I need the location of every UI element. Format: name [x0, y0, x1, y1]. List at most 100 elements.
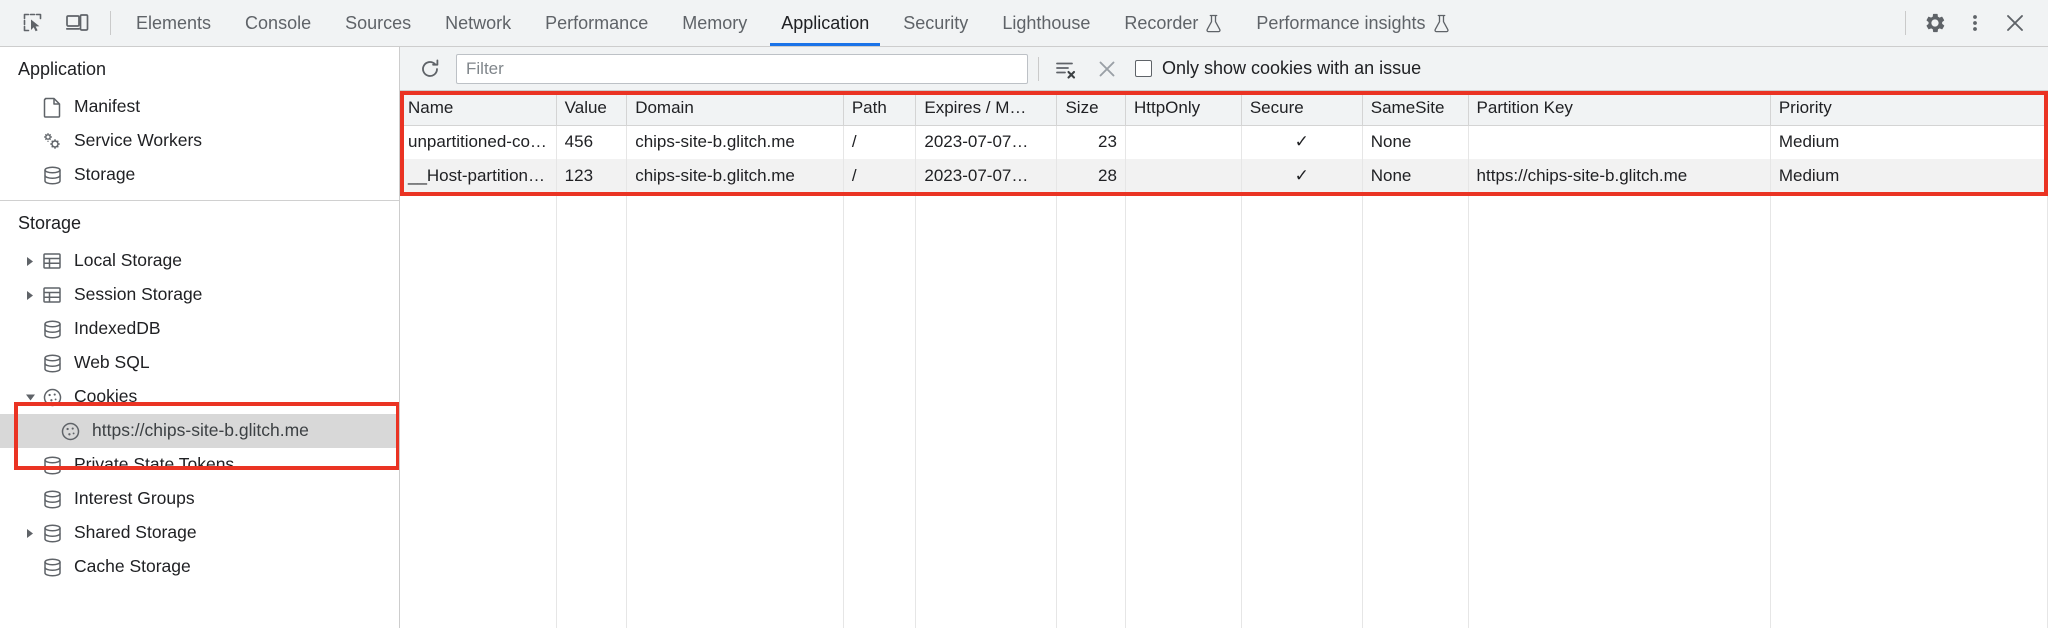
sidebar-item-label: Service Workers [74, 130, 203, 151]
sidebar-item-web-sql[interactable]: Web SQL [0, 346, 399, 380]
tab-application[interactable]: Application [764, 0, 886, 46]
database-icon [40, 488, 64, 510]
sidebar-item-cookies[interactable]: Cookies [0, 380, 399, 414]
sidebar-item-cache-storage[interactable]: Cache Storage [0, 550, 399, 584]
sidebar-section-title-application: Application [18, 59, 107, 79]
column-header-partition-key[interactable]: Partition Key [1468, 91, 1771, 126]
column-header-value[interactable]: Value [556, 91, 628, 126]
cell-httponly [1125, 125, 1242, 159]
tab-label: Recorder [1124, 12, 1199, 33]
gear-icon[interactable] [1916, 4, 1954, 42]
sidebar-item-interest-groups[interactable]: Interest Groups [0, 482, 399, 516]
device-toolbar-icon[interactable] [58, 4, 96, 42]
tab-network[interactable]: Network [428, 0, 528, 46]
sidebar-item-label: Private State Tokens [74, 454, 235, 475]
tab-label: Console [245, 12, 312, 33]
column-header-expires[interactable]: Expires / M… [915, 91, 1058, 126]
sidebar-section-title-storage: Storage [18, 213, 82, 233]
tab-console[interactable]: Console [228, 0, 328, 46]
table-row[interactable]: unpartitioned-cookie 456 chips-site-b.gl… [400, 125, 2048, 159]
table-header-row: Name Value Domain Path Expires / M… Size… [400, 91, 2048, 126]
close-icon[interactable] [1996, 4, 2034, 42]
tab-label: Lighthouse [1002, 12, 1091, 33]
database-icon [40, 522, 64, 544]
empty-cell [843, 193, 917, 628]
database-icon [40, 318, 64, 340]
chevron-right-icon[interactable] [22, 253, 38, 269]
refresh-icon[interactable] [414, 53, 446, 85]
panel-tabs: Elements Console Sources Network Perform… [119, 0, 1467, 46]
tabbar-right-divider [1905, 11, 1906, 35]
cell-name: __Host-partitioned-cookie [400, 159, 557, 193]
filterbar-divider [1038, 56, 1039, 81]
cell-priority: Medium [1770, 125, 2048, 159]
inspect-cursor-icon[interactable] [14, 4, 52, 42]
sidebar-item-label: Cookies [74, 386, 138, 407]
only-issues-checkbox[interactable]: Only show cookies with an issue [1135, 58, 1421, 79]
column-header-path[interactable]: Path [843, 91, 917, 126]
tab-label: Application [781, 12, 870, 33]
tab-recorder[interactable]: Recorder [1107, 0, 1239, 46]
column-header-domain[interactable]: Domain [626, 91, 844, 126]
cell-expires: 2023-07-07… [915, 159, 1058, 193]
tab-sources[interactable]: Sources [328, 0, 428, 46]
close-x-icon[interactable] [1091, 53, 1123, 85]
empty-cell [1241, 193, 1363, 628]
cell-secure: ✓ [1241, 125, 1363, 159]
sidebar-item-label: Shared Storage [74, 522, 197, 543]
devtools-body: Application Manifest [0, 47, 2048, 628]
tabbar-divider [110, 11, 111, 35]
column-header-name[interactable]: Name [400, 91, 557, 126]
cell-name: unpartitioned-cookie [400, 125, 557, 159]
sidebar-item-cookie-origin[interactable]: https://chips-site-b.glitch.me [0, 414, 399, 448]
sidebar-item-session-storage[interactable]: Session Storage [0, 278, 399, 312]
tab-label: Elements [136, 12, 212, 33]
cookie-icon [40, 386, 64, 408]
tab-security[interactable]: Security [886, 0, 985, 46]
column-header-samesite[interactable]: SameSite [1362, 91, 1469, 126]
tab-label: Sources [345, 12, 412, 33]
sidebar-item-shared-storage[interactable]: Shared Storage [0, 516, 399, 550]
checkbox-box[interactable] [1135, 60, 1152, 77]
cell-size: 28 [1056, 159, 1126, 193]
tab-elements[interactable]: Elements [119, 0, 228, 46]
sidebar-item-indexeddb[interactable]: IndexedDB [0, 312, 399, 346]
sidebar-item-label: Interest Groups [74, 488, 195, 509]
sidebar-item-service-workers[interactable]: Service Workers [0, 124, 399, 158]
table-icon [40, 284, 64, 306]
chevron-right-icon[interactable] [22, 287, 38, 303]
cell-value: 456 [556, 125, 628, 159]
devtools-tabbar: Elements Console Sources Network Perform… [0, 0, 2048, 47]
column-header-size[interactable]: Size [1056, 91, 1126, 126]
chevron-right-icon[interactable] [22, 525, 38, 541]
table-row[interactable]: __Host-partitioned-cookie 123 chips-site… [400, 159, 2048, 193]
cookie-icon [58, 420, 82, 442]
sidebar-item-storage[interactable]: Storage [0, 158, 399, 192]
tab-performance-insights[interactable]: Performance insights [1239, 0, 1466, 46]
empty-cell [1362, 193, 1469, 628]
clear-list-icon[interactable] [1049, 53, 1081, 85]
sidebar-item-private-state-tokens[interactable]: Private State Tokens [0, 448, 399, 482]
cell-domain: chips-site-b.glitch.me [626, 125, 844, 159]
column-header-priority[interactable]: Priority [1770, 91, 2048, 126]
column-header-httponly[interactable]: HttpOnly [1125, 91, 1242, 126]
sidebar-item-local-storage[interactable]: Local Storage [0, 244, 399, 278]
tabbar-left-icons [0, 0, 102, 46]
tab-performance[interactable]: Performance [528, 0, 665, 46]
search-input[interactable] [456, 53, 1028, 84]
tab-lighthouse[interactable]: Lighthouse [985, 0, 1107, 46]
flask-icon [1205, 14, 1222, 33]
cell-httponly [1125, 159, 1242, 193]
kebab-menu-icon[interactable] [1956, 4, 1994, 42]
sidebar-item-manifest[interactable]: Manifest [0, 90, 399, 124]
cell-partition-key: https://chips-site-b.glitch.me [1468, 159, 1771, 193]
column-header-secure[interactable]: Secure [1241, 91, 1363, 126]
empty-cell [1125, 193, 1242, 628]
cell-samesite: None [1362, 125, 1469, 159]
chevron-down-icon[interactable] [22, 389, 38, 405]
only-issues-label: Only show cookies with an issue [1162, 58, 1422, 78]
sidebar-item-label: Local Storage [74, 250, 182, 271]
database-icon [40, 164, 64, 186]
empty-cell [626, 193, 844, 628]
tab-memory[interactable]: Memory [665, 0, 764, 46]
